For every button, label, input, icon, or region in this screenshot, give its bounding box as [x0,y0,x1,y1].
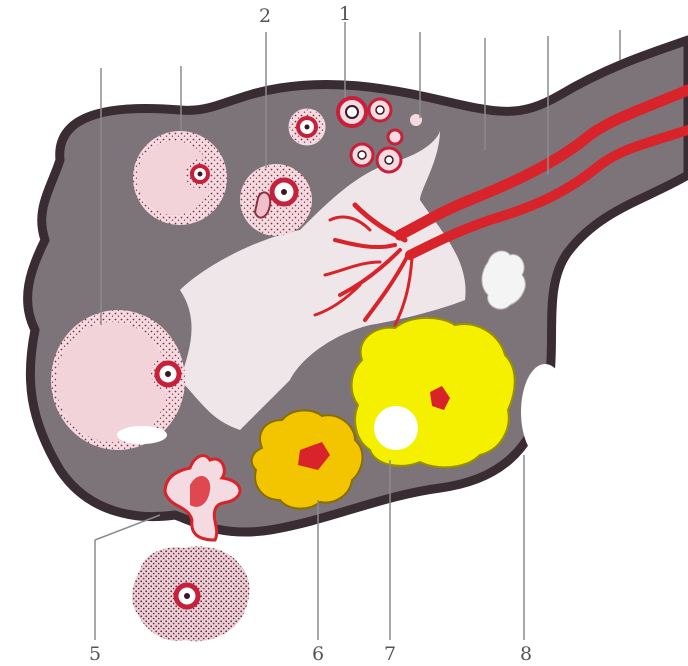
graafian-follicle [51,310,185,450]
label-1: 1 [339,3,351,25]
corpus-luteum-small [252,410,363,508]
label-8: 8 [520,643,532,665]
ovulated-oocyte [132,546,249,641]
label-6: 6 [312,643,324,665]
label-2: 2 [259,5,271,27]
label-5: 5 [89,643,101,665]
secondary-follicle [240,164,312,236]
corpus-albicans [521,364,569,460]
tertiary-follicle [133,131,227,225]
corpus-luteum-large [352,318,515,467]
marker-circle [374,406,418,450]
label-7: 7 [384,643,396,665]
